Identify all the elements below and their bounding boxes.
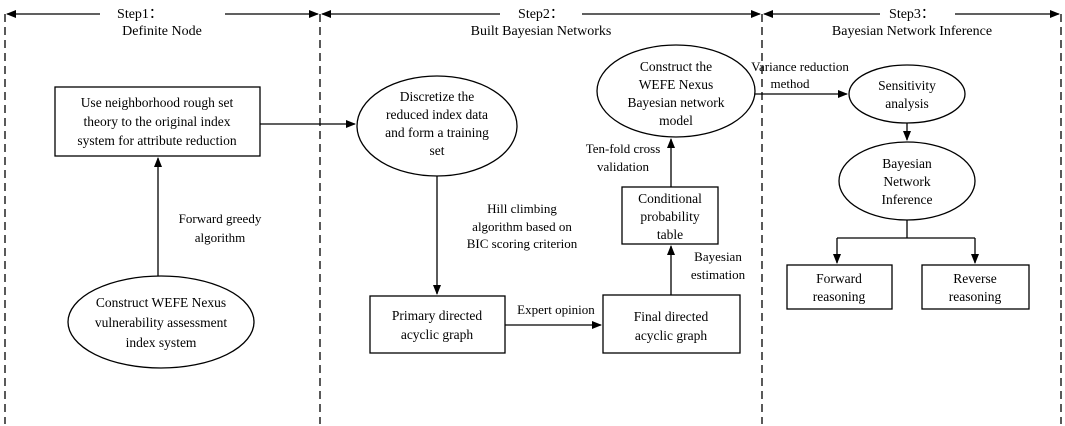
- node-discretize: Discretize the reduced index data and fo…: [385, 89, 489, 158]
- reverse-reasoning-line-2: reasoning: [949, 289, 1002, 304]
- ten-fold-line-2: validation: [597, 159, 649, 174]
- step2-header: Step2： Built Bayesian Networks: [471, 7, 612, 39]
- bn-inference-line-1: Bayesian: [882, 156, 932, 171]
- step1-subtitle: Definite Node: [122, 24, 202, 39]
- step1-header: Step1： Definite Node: [117, 7, 202, 39]
- primary-dag-line-2: acyclic graph: [401, 327, 474, 342]
- node-forward-reasoning: Forward reasoning: [813, 271, 866, 304]
- step2-title: Step2：: [518, 7, 564, 22]
- edge-label-ten-fold: Ten-fold cross validation: [586, 141, 661, 174]
- bn-inference-line-2: Network: [883, 174, 930, 189]
- connectors: [154, 90, 979, 329]
- construct-index-line-3: index system: [126, 335, 197, 350]
- step3-title: Step3：: [889, 7, 935, 22]
- bayesian-estimation-line-2: estimation: [691, 267, 746, 282]
- phase-separators: [4, 14, 1062, 424]
- construct-index-line-1: Construct WEFE Nexus: [96, 295, 226, 310]
- rough-set-line-3: system for attribute reduction: [77, 133, 237, 148]
- forward-reasoning-line-2: reasoning: [813, 289, 866, 304]
- bayesian-estimation-line-1: Bayesian: [694, 249, 742, 264]
- edge-label-hill-climbing: Hill climbing algorithm based on BIC sco…: [467, 201, 578, 251]
- step1-title: Step1：: [117, 7, 163, 22]
- edge-label-expert-opinion: Expert opinion: [517, 302, 595, 317]
- discretize-line-2: reduced index data: [386, 107, 488, 122]
- construct-bn-line-3: Bayesian network: [627, 95, 724, 110]
- primary-dag-box: [369, 295, 506, 354]
- node-bn-inference: Bayesian Network Inference: [882, 156, 933, 207]
- final-dag-line-2: acyclic graph: [635, 328, 708, 343]
- forward-greedy-line-1: Forward greedy: [179, 211, 262, 226]
- final-dag-box: [602, 294, 741, 354]
- rough-set-box: [54, 86, 261, 157]
- primary-dag-line-1: Primary directed: [392, 308, 483, 323]
- edge-label-forward-greedy: Forward greedy algorithm: [179, 211, 262, 245]
- node-reverse-reasoning: Reverse reasoning: [949, 271, 1002, 304]
- hill-climbing-line-2: algorithm based on: [472, 219, 572, 234]
- step3-subtitle: Bayesian Network Inference: [832, 24, 992, 39]
- step3-header: Step3： Bayesian Network Inference: [832, 7, 992, 39]
- expert-opinion-line-1: Expert opinion: [517, 302, 595, 317]
- construct-bn-ellipse: [596, 44, 756, 138]
- rough-set-line-1: Use neighborhood rough set: [81, 95, 234, 110]
- construct-bn-line-1: Construct the: [640, 59, 712, 74]
- variance-reduction-line-2: method: [771, 76, 810, 91]
- node-primary-dag: Primary directed acyclic graph: [392, 308, 483, 342]
- forward-greedy-line-2: algorithm: [195, 230, 246, 245]
- discretize-line-1: Discretize the: [400, 89, 475, 104]
- construct-index-ellipse: [67, 275, 255, 369]
- step2-subtitle: Built Bayesian Networks: [471, 24, 612, 39]
- node-sensitivity: Sensitivity analysis: [878, 78, 936, 111]
- cpt-line-2: probability: [640, 209, 699, 224]
- ten-fold-line-1: Ten-fold cross: [586, 141, 661, 156]
- discretize-line-3: and form a training: [385, 125, 489, 140]
- edge-label-bayesian-estimation: Bayesian estimation: [691, 249, 746, 282]
- node-construct-bn: Construct the WEFE Nexus Bayesian networ…: [627, 59, 724, 128]
- edge-label-variance-reduction: Variance reduction method: [751, 59, 849, 91]
- node-shapes: [54, 44, 1030, 369]
- reverse-reasoning-box: [921, 264, 1030, 310]
- forward-reasoning-line-1: Forward: [816, 271, 862, 286]
- sensitivity-line-1: Sensitivity: [878, 78, 936, 93]
- cpt-line-3: table: [657, 227, 683, 242]
- variance-reduction-line-1: Variance reduction: [751, 59, 849, 74]
- node-final-dag: Final directed acyclic graph: [634, 309, 709, 343]
- reverse-reasoning-line-1: Reverse: [953, 271, 996, 286]
- hill-climbing-line-3: BIC scoring criterion: [467, 236, 578, 251]
- construct-bn-line-4: model: [659, 113, 693, 128]
- cpt-box: [621, 186, 719, 245]
- node-construct-index: Construct WEFE Nexus vulnerability asses…: [95, 295, 228, 350]
- sensitivity-ellipse: [848, 64, 966, 124]
- construct-index-line-2: vulnerability assessment: [95, 315, 228, 330]
- bn-inference-line-3: Inference: [882, 192, 933, 207]
- hill-climbing-line-1: Hill climbing: [487, 201, 557, 216]
- node-rough-set: Use neighborhood rough set theory to the…: [77, 95, 237, 148]
- sensitivity-line-2: analysis: [885, 96, 929, 111]
- discretize-line-4: set: [430, 143, 445, 158]
- cpt-line-1: Conditional: [638, 191, 702, 206]
- forward-reasoning-box: [786, 264, 893, 310]
- node-cpt: Conditional probability table: [638, 191, 702, 242]
- construct-bn-line-2: WEFE Nexus: [639, 77, 714, 92]
- final-dag-line-1: Final directed: [634, 309, 709, 324]
- rough-set-line-2: theory to the original index: [84, 114, 231, 129]
